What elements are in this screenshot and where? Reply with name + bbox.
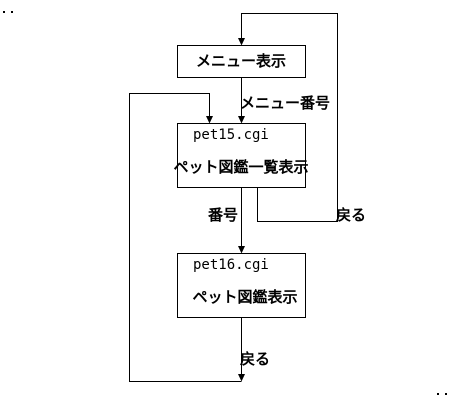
edge-pet15-back-to-menu: 戻る	[238, 13, 366, 224]
edge-pet16-back-to-pet15: 戻る	[129, 93, 270, 382]
arrowhead	[238, 116, 245, 124]
menu-node: メニュー表示	[177, 45, 306, 78]
pet16-filename: pet16.cgi	[193, 257, 269, 273]
edge-pet15-to-pet16: 番号	[207, 187, 245, 254]
menu-number-label: メニュー番号	[240, 94, 330, 112]
pet16-label: ペット図鑑表示	[192, 288, 297, 306]
corner-dots	[3, 11, 447, 395]
arrowhead	[238, 246, 245, 254]
pet15-label: ペット図鑑一覧表示	[173, 158, 308, 176]
pet15-box	[177, 123, 306, 188]
back-label-2: 戻る	[239, 350, 270, 368]
arrowhead	[238, 374, 245, 382]
number-label: 番号	[207, 206, 238, 224]
arrowhead	[238, 38, 245, 46]
pet16-node: pet16.cgi ペット図鑑表示	[177, 253, 306, 318]
pet15-filename: pet15.cgi	[193, 127, 269, 143]
pet15-node: pet15.cgi ペット図鑑一覧表示	[173, 123, 309, 188]
arrowhead	[206, 116, 213, 124]
back-label-1: 戻る	[335, 206, 366, 224]
menu-label: メニュー表示	[196, 52, 286, 70]
edge-menu-to-pet15: メニュー番号	[238, 77, 330, 124]
